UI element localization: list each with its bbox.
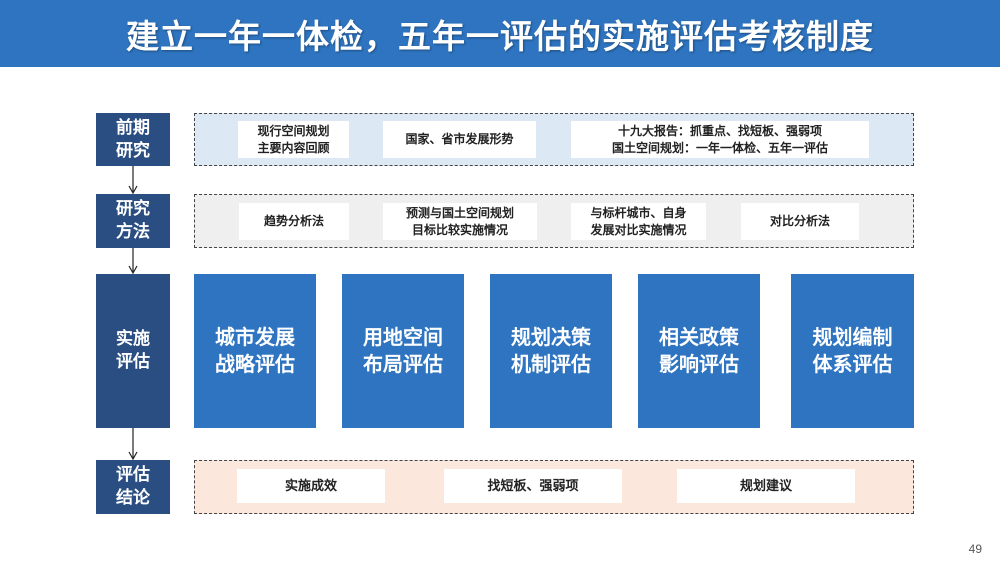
research-item-development-trend-line1: 国家、省市发展形势	[405, 132, 514, 146]
method-item-contrast-analysis: 对比分析法	[741, 203, 859, 240]
row-label-implement-line2: 评估	[116, 352, 150, 372]
implement-box-decision-mechanism-line1: 规划决策	[511, 325, 591, 349]
method-item-target-comparison-line1: 预测与国土空间规划	[405, 205, 514, 220]
method-item-benchmark-comparison-line2: 发展对比实施情况	[590, 222, 687, 237]
conclusion-item-weakness: 找短板、强弱项	[444, 469, 622, 503]
row-label-method: 研究 方法	[96, 194, 170, 248]
arrow-down-icon	[128, 166, 138, 194]
method-item-trend-analysis: 趋势分析法	[239, 203, 349, 240]
arrow-down-icon	[128, 428, 138, 460]
row-label-method-line1: 研究	[116, 199, 150, 219]
research-item-plan-review: 现行空间规划 主要内容回顾	[238, 121, 349, 158]
method-item-benchmark-comparison-line1: 与标杆城市、自身	[590, 205, 687, 220]
conclusion-container: 实施成效 找短板、强弱项 规划建议	[194, 460, 914, 514]
page-number: 49	[968, 542, 982, 556]
implement-box-plan-system: 规划编制 体系评估	[791, 274, 914, 428]
method-item-contrast-analysis-line1: 对比分析法	[769, 214, 830, 228]
implement-box-urban-strategy-line1: 城市发展	[215, 325, 295, 349]
method-item-benchmark-comparison: 与标杆城市、自身 发展对比实施情况	[571, 203, 706, 240]
row-label-research-line2: 研究	[116, 140, 150, 161]
implement-box-policy-impact: 相关政策 影响评估	[638, 274, 760, 428]
implement-box-decision-mechanism-line2: 机制评估	[511, 352, 591, 376]
research-item-report: 十九大报告：抓重点、找短板、强弱项 国土空间规划：一年一体检、五年一评估	[571, 121, 869, 158]
title-bar: 建立一年一体检，五年一评估的实施评估考核制度	[0, 0, 1000, 67]
row-label-research-line1: 前期	[116, 117, 150, 138]
research-item-report-line2: 国土空间规划：一年一体检、五年一评估	[611, 140, 828, 155]
method-item-target-comparison: 预测与国土空间规划 目标比较实施情况	[383, 203, 537, 240]
research-item-report-line1: 十九大报告：抓重点、找短板、强弱项	[617, 123, 822, 138]
conclusion-item-weakness-line1: 找短板、强弱项	[487, 478, 579, 494]
row-label-method-line2: 方法	[116, 222, 150, 242]
implement-box-plan-system-line1: 规划编制	[812, 325, 893, 349]
method-container: 趋势分析法 预测与国土空间规划 目标比较实施情况 与标杆城市、自身 发展对比实施…	[194, 194, 914, 248]
research-item-plan-review-line2: 主要内容回顾	[257, 140, 330, 155]
implement-box-urban-strategy: 城市发展 战略评估	[194, 274, 316, 428]
conclusion-item-effect: 实施成效	[237, 469, 385, 503]
row-label-research: 前期 研究	[96, 113, 170, 166]
method-item-trend-analysis-line1: 趋势分析法	[263, 214, 324, 228]
row-label-conclusion: 评估 结论	[96, 460, 170, 514]
research-item-plan-review-line1: 现行空间规划	[257, 123, 330, 138]
implement-box-land-layout: 用地空间 布局评估	[342, 274, 464, 428]
implement-box-land-layout-line1: 用地空间	[363, 325, 443, 349]
row-label-implement-line1: 实施	[116, 329, 150, 349]
implement-box-land-layout-line2: 布局评估	[363, 352, 443, 376]
conclusion-item-effect-line1: 实施成效	[284, 478, 337, 494]
conclusion-item-suggestion-line1: 规划建议	[739, 478, 792, 494]
implement-box-urban-strategy-line2: 战略评估	[215, 352, 295, 376]
row-label-conclusion-line2: 结论	[116, 488, 150, 508]
page-title: 建立一年一体检，五年一评估的实施评估考核制度	[126, 16, 874, 56]
implement-box-plan-system-line2: 体系评估	[812, 352, 893, 376]
row-label-conclusion-line1: 评估	[116, 465, 150, 485]
research-container: 现行空间规划 主要内容回顾 国家、省市发展形势 十九大报告：抓重点、找短板、强弱…	[194, 113, 914, 166]
implement-box-policy-impact-line2: 影响评估	[659, 352, 739, 376]
implement-box-policy-impact-line1: 相关政策	[659, 325, 739, 349]
row-label-implement: 实施 评估	[96, 274, 170, 428]
arrow-down-icon	[128, 248, 138, 274]
conclusion-item-suggestion: 规划建议	[677, 469, 855, 503]
implement-box-decision-mechanism: 规划决策 机制评估	[490, 274, 612, 428]
research-item-development-trend: 国家、省市发展形势	[383, 121, 536, 158]
method-item-target-comparison-line2: 目标比较实施情况	[411, 222, 508, 237]
